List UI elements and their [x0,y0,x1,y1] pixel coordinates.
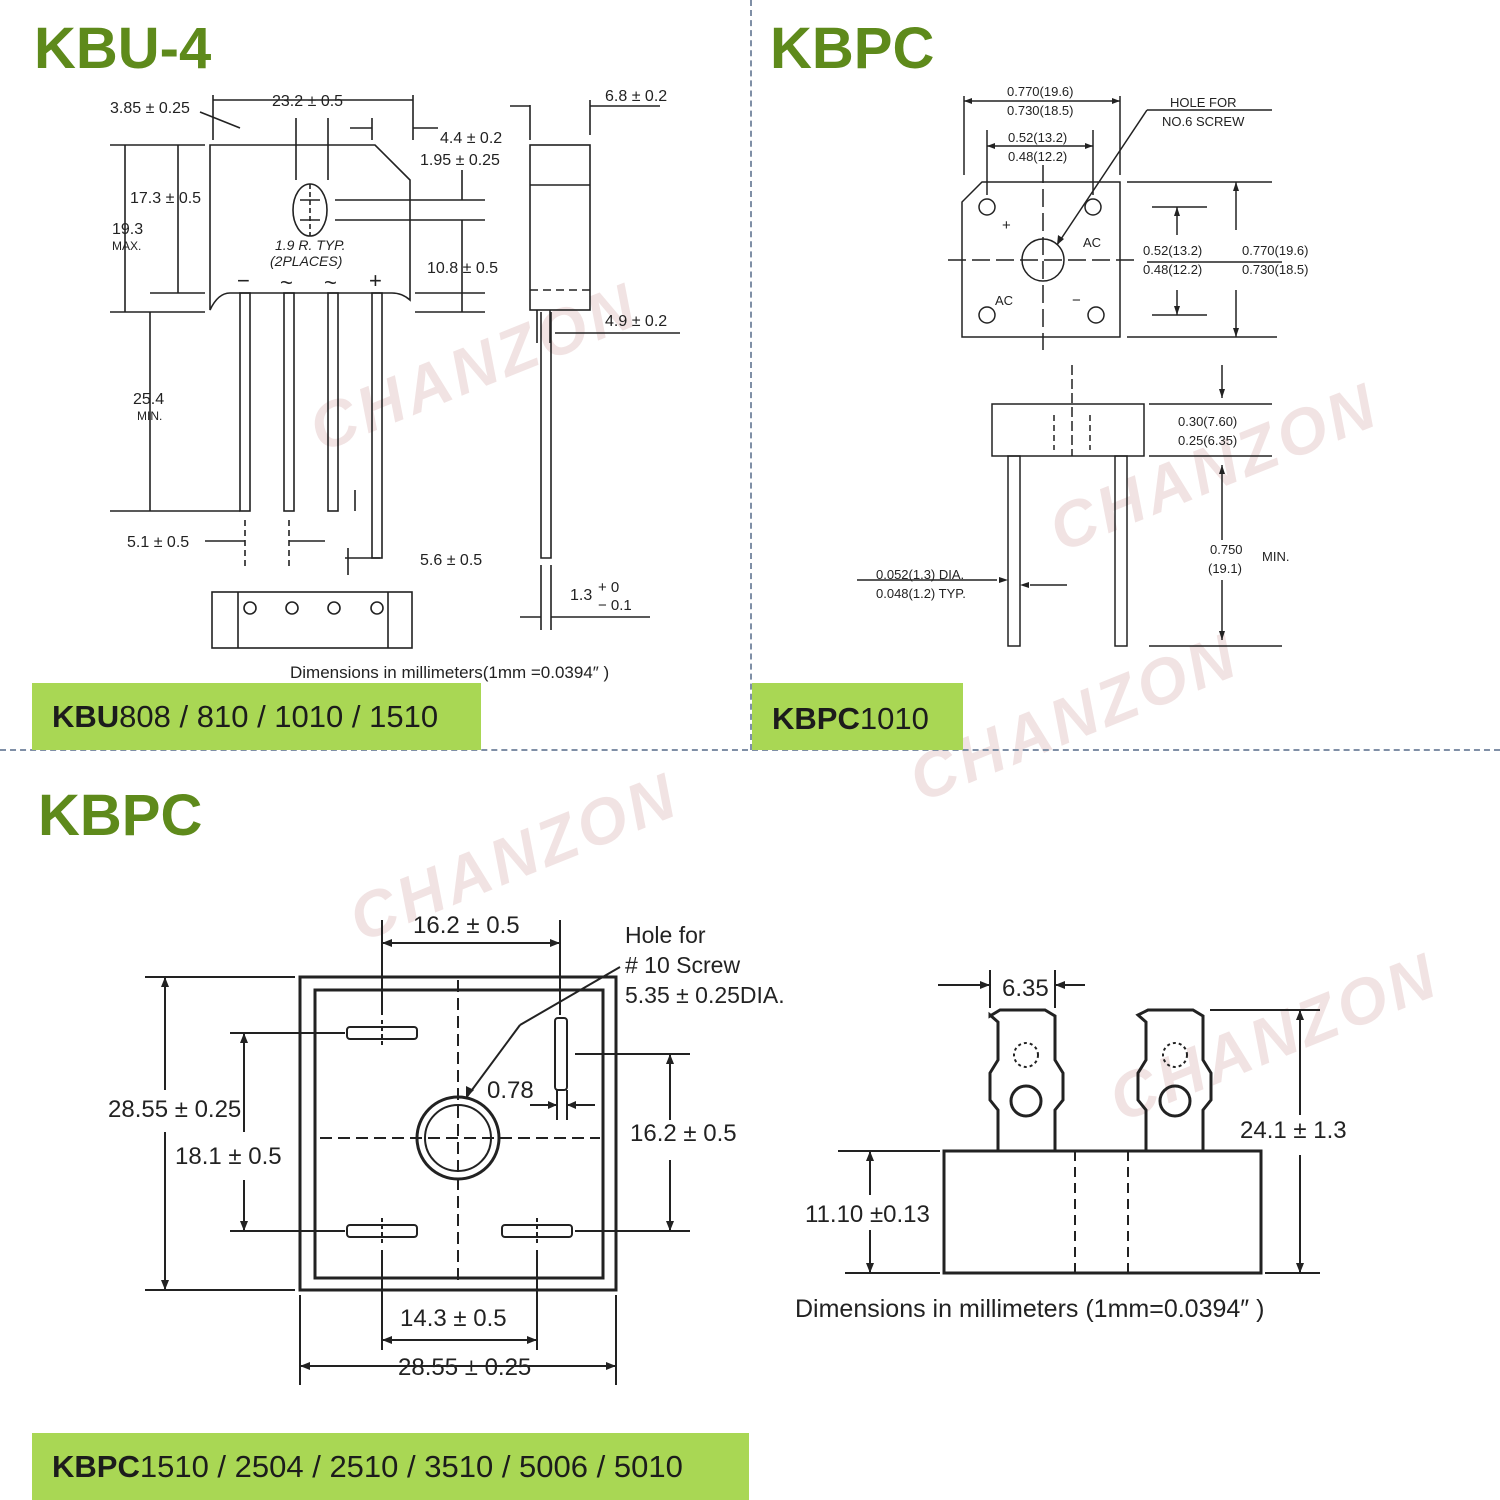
kbu-dim-left-offset: 3.85 ± 0.25 [110,100,190,117]
kbu-banner-models: 808 / 810 / 1010 / 1510 [119,699,439,734]
kbpc1010-banner-models: 1010 [859,701,929,736]
kbpc-large-drawing: 16.2 ± 0.5 Hole for # 10 Screw 5.35 ± 0.… [108,912,1347,1385]
kbu-model-banner: KBU808 / 810 / 1010 / 1510 [32,683,481,750]
kbpc1010-dim-h1-top: 0.52(13.2) [1143,243,1202,258]
kbpc-large-banner-bold: KBPC [52,1449,140,1484]
kbpc-large-model-banner: KBPC1510 / 2504 / 2510 / 3510 / 5006 / 5… [32,1433,749,1500]
kbu-dim-height-max-val: 19.3 [112,221,143,238]
kbu-pin-label-ac1: ~ [280,270,293,295]
kbu-banner-bold: KBU [52,699,120,734]
kbpc1010-dim-t-bot: 0.25(6.35) [1178,433,1237,448]
kbpc-large-dim-tab-width: 6.35 [1002,975,1049,1002]
kbu-drawing: 23.2 ± 0.5 3.85 ± 0.25 4.4 ± 0.2 1.95 ± … [110,88,680,682]
kbu-dim-lead-w-plus: + 0 [598,579,619,596]
kbpc1010-dim-lead-min: MIN. [1262,549,1289,564]
kbu-dim-hole-places: (2PLACES) [270,253,342,269]
kbu-dim-height-17: 17.3 ± 0.5 [130,190,201,207]
kbpc-large-hole-label-3: 5.35 ± 0.25DIA. [625,982,785,1008]
kbpc-large-dim-side-h: 28.55 ± 0.25 [108,1096,241,1123]
kbu-dim-lead-len-val: 25.4 [133,391,164,408]
kbu-dim-lead-w: 1.3 [570,587,592,604]
kbu-dim-thickness: 6.8 ± 0.2 [605,88,667,105]
kbpc1010-title: KBPC [770,16,935,81]
kbpc-large-hole-label-2: # 10 Screw [625,952,740,978]
kbpc1010-dim-w2-bot: 0.48(12.2) [1008,149,1067,164]
kbu-pin-label-minus: − [237,268,250,293]
kbu-dim-lead-w-minus: − 0.1 [598,597,632,614]
kbu-dim-pitch: 5.1 ± 0.5 [127,534,189,551]
kbpc1010-dim-h1-bot: 0.48(12.2) [1143,262,1202,277]
kbu-pin-label-plus: + [369,268,382,293]
kbpc-large-dim-bot-inner: 14.3 ± 0.5 [400,1305,507,1332]
kbu-pin-label-ac2: ~ [324,270,337,295]
kbpc-large-dim-body-h: 11.10 ±0.13 [805,1201,930,1228]
kbpc1010-model-banner: KBPC1010 [752,683,963,750]
kbpc-large-hole-label-1: Hole for [625,922,706,948]
kbu-dim-lead-len-unit: MIN. [137,409,162,423]
kbpc-large-dim-total-h: 24.1 ± 1.3 [1240,1117,1347,1144]
kbu-dim-height-max-unit: MAX. [112,239,141,253]
kbu-note: Dimensions in millimeters(1mm =0.0394″ ) [290,663,609,682]
kbu-dim-hole-offset: 4.4 ± 0.2 [440,130,502,147]
kbpc-large-dim-inner-h: 18.1 ± 0.5 [175,1143,282,1170]
kbpc-large-dim-tab-w: 0.78 [487,1077,534,1104]
panel-divider-horizontal [0,749,1500,751]
kbu-title: KBU-4 [34,16,212,81]
kbpc1010-hole-label-2: NO.6 SCREW [1162,114,1245,129]
kbpc1010-dim-dia-bot: 0.048(1.2) TYP. [876,586,966,601]
kbu-dim-hole-radius: 1.9 R. TYP. [275,237,346,253]
kbpc1010-hole-label-1: HOLE FOR [1170,95,1236,110]
kbpc-large-title: KBPC [38,783,203,848]
kbpc-large-banner-models: 1510 / 2504 / 2510 / 3510 / 5006 / 5010 [139,1449,683,1484]
kbpc1010-dim-t-top: 0.30(7.60) [1178,414,1237,429]
kbpc1010-pin-ac1: AC [1083,235,1101,250]
kbpc1010-pin-ac2: AC [995,293,1013,308]
kbpc1010-dim-lead-bot: (19.1) [1208,561,1242,576]
kbpc1010-dim-h2-top: 0.770(19.6) [1242,243,1309,258]
kbpc1010-pin-minus: − [1072,292,1081,309]
kbu-dim-pitch2: 5.6 ± 0.5 [420,552,482,569]
kbpc-large-dim-top-w: 16.2 ± 0.5 [413,912,520,939]
panel-divider-vertical [750,0,752,750]
kbpc1010-drawing: 0.770(19.6) 0.730(18.5) 0.52(13.2) 0.48(… [857,84,1309,647]
kbpc-large-dim-right-h: 16.2 ± 0.5 [630,1120,737,1147]
kbpc1010-dim-dia-top: 0.052(1.3) DIA. [876,567,964,582]
kbpc1010-dim-h2-bot: 0.730(18.5) [1242,262,1309,277]
kbpc1010-dim-w1-bot: 0.730(18.5) [1007,103,1074,118]
kbpc-large-note: Dimensions in millimeters (1mm=0.0394″ ) [795,1295,1264,1323]
kbpc1010-dim-w2-top: 0.52(13.2) [1008,130,1067,145]
kbpc1010-banner-bold: KBPC [772,701,860,736]
kbu-dim-top-width: 23.2 ± 0.5 [272,93,343,110]
kbu-dim-hole-pos: 1.95 ± 0.25 [420,152,500,169]
kbu-dim-body-depth: 4.9 ± 0.2 [605,313,667,330]
kbpc-large-dim-bot-outer: 28.55 ± 0.25 [398,1354,531,1381]
kbpc1010-dim-w1-top: 0.770(19.6) [1007,84,1074,99]
kbu-dim-height-108: 10.8 ± 0.5 [427,260,498,277]
kbpc1010-pin-plus: + [1002,217,1011,234]
kbpc1010-dim-lead-top: 0.750 [1210,542,1243,557]
